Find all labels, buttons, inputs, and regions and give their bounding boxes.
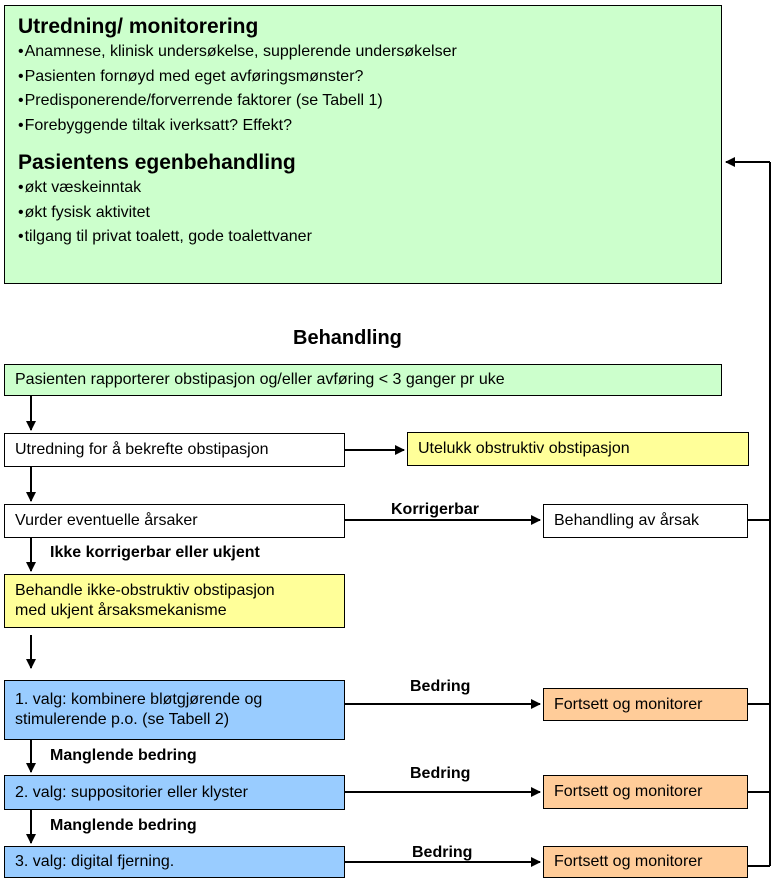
treat-text-line2: med ukjent årsaksmekanisme: [15, 602, 227, 619]
not-correctable-label: Ikke korrigerbar eller ukjent: [50, 544, 260, 561]
self-treatment-item: økt fysisk aktivitet: [18, 201, 721, 226]
continue-box-1: Fortsett og monitorer: [543, 688, 748, 721]
cause-treatment-box: Behandling av årsak: [543, 504, 748, 538]
report-box: Pasienten rapporterer obstipasjon og/ell…: [4, 364, 722, 396]
cause-treatment-text: Behandling av årsak: [554, 512, 699, 529]
confirm-text: Utredning for å bekrefte obstipasjon: [15, 441, 269, 458]
assessment-heading: Utredning/ monitorering: [18, 15, 259, 38]
correctable-label: Korrigerbar: [391, 501, 480, 518]
improvement-label: Bedring: [410, 765, 471, 782]
choice2-box: 2. valg: suppositorier eller klyster: [4, 775, 345, 810]
choice3-text: 3. valg: digital fjerning.: [15, 853, 175, 870]
exclude-box: Utelukk obstruktiv obstipasjon: [407, 432, 749, 466]
choice3-box: 3. valg: digital fjerning.: [4, 846, 345, 878]
continue-box-2: Fortsett og monitorer: [543, 775, 748, 809]
assessment-item: Forebyggende tiltak iverksatt? Effekt?: [18, 114, 721, 139]
report-text: Pasienten rapporterer obstipasjon og/ell…: [15, 371, 505, 388]
improvement-label: Bedring: [410, 678, 471, 695]
self-treatment-item: tilgang til privat toalett, gode toalett…: [18, 225, 721, 250]
self-treatment-heading: Pasientens egenbehandling: [18, 151, 296, 174]
treatment-title: Behandling: [293, 327, 402, 349]
continue-box-3: Fortsett og monitorer: [543, 846, 748, 878]
assessment-list: Anamnese, klinisk undersøkelse, supplere…: [18, 40, 721, 138]
continue-text: Fortsett og monitorer: [554, 853, 703, 870]
causes-box: Vurder eventuelle årsaker: [4, 504, 345, 538]
continue-text: Fortsett og monitorer: [554, 695, 703, 713]
confirm-box: Utredning for å bekrefte obstipasjon: [4, 433, 345, 467]
assessment-item: Anamnese, klinisk undersøkelse, supplere…: [18, 40, 721, 65]
self-treatment-item: økt væskeinntak: [18, 176, 721, 201]
assessment-panel: Utredning/ monitorering Anamnese, klinis…: [4, 5, 722, 284]
choice1-text-line2: stimulerende p.o. (se Tabell 2): [15, 711, 230, 728]
self-treatment-list: økt væskeinntak økt fysisk aktivitet til…: [18, 176, 721, 250]
choice2-text: 2. valg: suppositorier eller klyster: [15, 783, 248, 801]
assessment-item: Predisponerende/forverrende faktorer (se…: [18, 89, 721, 114]
causes-text: Vurder eventuelle årsaker: [15, 512, 198, 529]
continue-text: Fortsett og monitorer: [554, 783, 703, 800]
treat-box: Behandle ikke-obstruktiv obstipasjon med…: [4, 574, 345, 628]
no-improvement-label: Manglende bedring: [50, 747, 197, 764]
improvement-label: Bedring: [412, 844, 473, 861]
choice1-box: 1. valg: kombinere bløtgjørende og stimu…: [4, 680, 345, 740]
choice1-text-line1: 1. valg: kombinere bløtgjørende og: [15, 691, 263, 708]
no-improvement-label: Manglende bedring: [50, 817, 197, 834]
exclude-text: Utelukk obstruktiv obstipasjon: [418, 440, 630, 457]
assessment-item: Pasienten fornøyd med eget avføringsmøns…: [18, 65, 721, 90]
treat-text-line1: Behandle ikke-obstruktiv obstipasjon: [15, 582, 275, 599]
